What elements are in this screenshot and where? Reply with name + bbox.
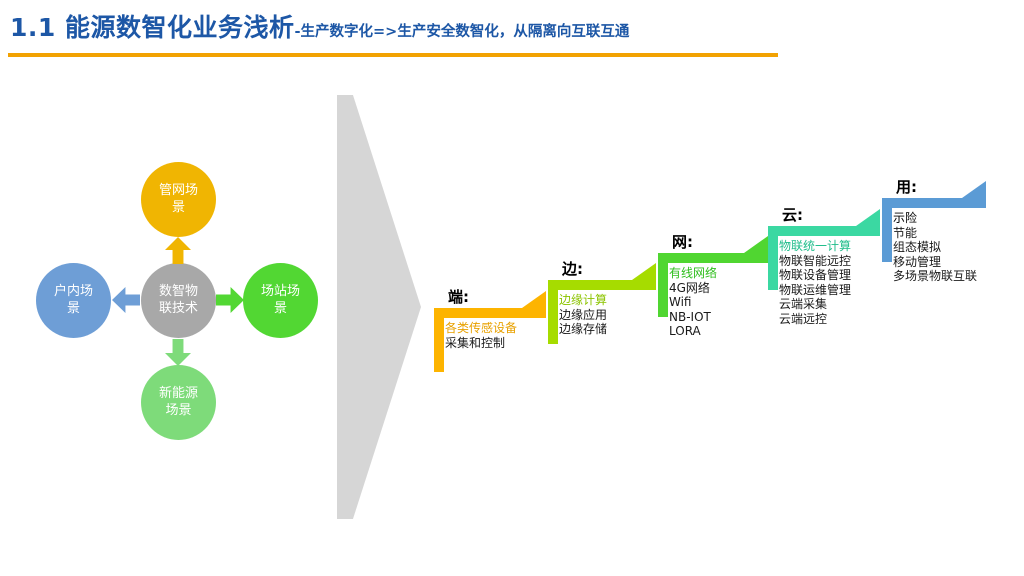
page-title: 1.1 能源数智化业务浅析	[10, 13, 295, 42]
node-new-energy-scene: 新能源场景	[141, 365, 216, 440]
step-cloud-label: 云:	[782, 206, 803, 224]
header: 1.1 能源数智化业务浅析-生产数字化=>生产安全数智化，从隔离向互联互通	[10, 8, 629, 44]
step-bar	[434, 308, 546, 318]
step-item: 多场景物联互联	[893, 269, 978, 283]
node-station-label: 场站场景	[260, 283, 300, 316]
step-flag-icon	[962, 181, 986, 198]
node-pipeline-scene: 管网场景	[141, 162, 216, 237]
step-item: LORA	[669, 324, 701, 338]
step-item: Wifi	[669, 295, 692, 309]
step-item: 物联设备管理	[779, 268, 852, 282]
step-network-label: 网:	[672, 233, 693, 251]
node-indoor-scene: 户内场景	[36, 263, 111, 338]
step-item: 物联运维管理	[779, 282, 852, 297]
step-item: 组态模拟	[893, 240, 942, 254]
step-item: 边缘应用	[559, 307, 608, 322]
transition-arrow-icon	[337, 95, 421, 519]
step-item: 采集和控制	[445, 335, 506, 350]
step-item: 节能	[893, 225, 918, 240]
step-bar	[882, 198, 986, 208]
step-item-list: 边缘计算 边缘应用 边缘存储	[559, 293, 607, 337]
step-bar	[548, 280, 656, 290]
step-flag-icon	[744, 236, 768, 253]
node-indoor-label: 户内场景	[53, 283, 93, 316]
step-application-label: 用:	[896, 178, 917, 196]
node-new-energy-label: 新能源场景	[158, 385, 198, 418]
arrow-down-icon	[165, 339, 191, 366]
step-bar	[768, 226, 880, 236]
node-pipeline-label: 管网场景	[158, 182, 198, 215]
step-riser	[658, 253, 668, 317]
step-item-list: 示险 节能 组态模拟 移动管理 多场景物联互联	[893, 211, 977, 284]
step-device-label: 端:	[448, 288, 469, 306]
step-riser	[768, 226, 778, 290]
title-underline	[8, 53, 778, 57]
step-item: 云端采集	[779, 297, 828, 311]
step-bar	[658, 253, 768, 263]
hub-center-node: 数智物联技术	[141, 263, 216, 338]
step-edge-label: 边:	[562, 260, 583, 278]
step-flag-icon	[856, 209, 880, 226]
node-station-scene: 场站场景	[243, 263, 318, 338]
step-riser	[548, 280, 558, 344]
step-item: 云端远控	[779, 311, 828, 326]
step-flag-icon	[522, 291, 546, 308]
step-item: 边缘计算	[559, 293, 608, 307]
step-item: 物联智能远控	[779, 253, 852, 268]
step-item: 边缘存储	[559, 322, 608, 336]
step-item: 示险	[893, 211, 918, 225]
step-item: 有线网络	[669, 266, 718, 280]
arrow-up-icon	[165, 237, 191, 264]
step-item-list: 物联统一计算 物联智能远控 物联设备管理 物联运维管理 云端采集 云端远控	[779, 239, 851, 326]
step-item: 移动管理	[893, 254, 942, 269]
step-riser	[434, 308, 444, 372]
step-riser	[882, 198, 892, 262]
step-flag-icon	[632, 263, 656, 280]
hub-center-label: 数智物联技术	[158, 283, 198, 316]
page-subtitle: -生产数字化=>生产安全数智化，从隔离向互联互通	[294, 24, 630, 40]
step-item: 各类传感设备	[445, 321, 518, 335]
step-item: 4G网络	[669, 280, 710, 295]
step-item: 物联统一计算	[779, 239, 852, 253]
step-item-list: 各类传感设备 采集和控制	[445, 321, 517, 350]
arrow-left-icon	[112, 287, 140, 313]
arrow-right-icon	[216, 287, 244, 313]
step-item: NB-IOT	[669, 309, 711, 324]
step-item-list: 有线网络 4G网络 Wifi NB-IOT LORA	[669, 266, 717, 339]
